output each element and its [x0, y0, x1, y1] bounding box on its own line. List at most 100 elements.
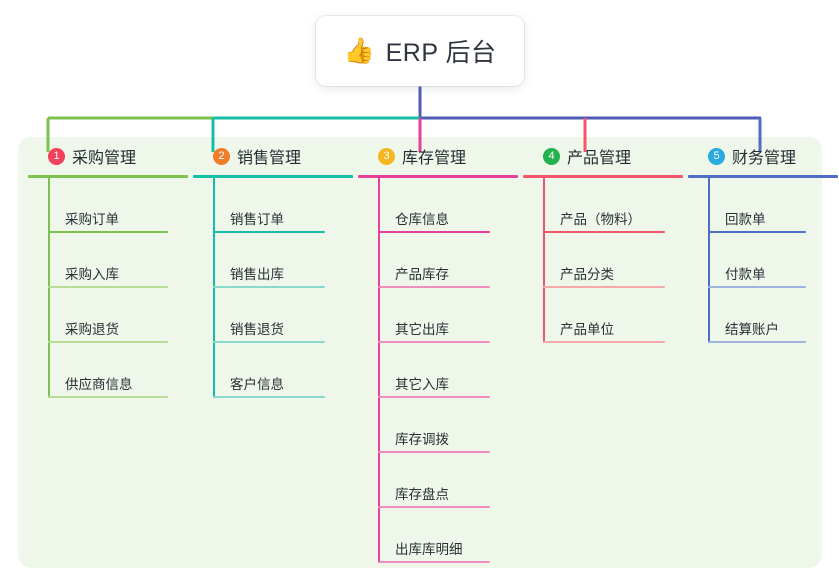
branch-item[interactable]: 供应商信息	[48, 343, 188, 398]
branch-header-1[interactable]: 1 采购管理	[28, 143, 188, 169]
branch-item-label: 回款单	[725, 212, 766, 227]
branch-column-1: 1 采购管理采购订单采购入库采购退货供应商信息	[28, 143, 188, 398]
branch-header-5[interactable]: 5 财务管理	[688, 143, 838, 169]
branch-item-rule	[213, 231, 325, 233]
branch-items-5: 回款单付款单结算账户	[688, 178, 838, 343]
branch-item[interactable]: 销售退货	[213, 288, 353, 343]
root-node-inner: 👍 ERP 后台	[343, 33, 496, 69]
branch-item-rule	[378, 341, 490, 343]
branch-rule-3	[358, 175, 518, 178]
branch-title-3: 库存管理	[402, 150, 467, 167]
branch-item[interactable]: 出库库明细	[378, 508, 518, 563]
branch-column-4: 4 产品管理产品（物料） 产品分类产品单位	[523, 143, 683, 343]
branch-item-label: 销售退货	[230, 322, 284, 337]
branch-item-label: 库存盘点	[395, 487, 449, 502]
branch-item-label: 付款单	[725, 267, 766, 282]
branch-item-rule	[48, 286, 168, 288]
branch-item-rule	[378, 396, 490, 398]
branch-item-rule	[378, 286, 490, 288]
branch-item-rule	[378, 451, 490, 453]
branch-item[interactable]: 产品（物料）	[543, 178, 683, 233]
branch-item-label: 其它出库	[395, 322, 449, 337]
branch-item[interactable]: 产品库存	[378, 233, 518, 288]
branch-item[interactable]: 回款单	[708, 178, 838, 233]
branch-title-1: 采购管理	[72, 150, 137, 167]
branch-item[interactable]: 产品分类	[543, 233, 683, 288]
branch-item-label: 销售出库	[230, 267, 284, 282]
branch-item-rule	[708, 341, 806, 343]
root-title: ERP 后台	[385, 39, 497, 67]
branch-item[interactable]: 采购订单	[48, 178, 188, 233]
branch-item[interactable]: 其它出库	[378, 288, 518, 343]
branch-item-label: 采购退货	[65, 322, 119, 337]
root-node[interactable]: 👍 ERP 后台	[316, 16, 524, 86]
branch-item-rule	[708, 231, 806, 233]
branch-item-rule	[48, 231, 168, 233]
branch-header-4[interactable]: 4 产品管理	[523, 143, 683, 169]
branch-title-2: 销售管理	[237, 150, 302, 167]
branch-item-label: 产品分类	[560, 267, 614, 282]
branch-items-2: 销售订单销售出库销售退货客户信息	[193, 178, 353, 398]
branch-item[interactable]: 销售出库	[213, 233, 353, 288]
branch-spine-1	[48, 178, 50, 398]
branch-badge-2: 2	[213, 147, 230, 165]
branch-item[interactable]: 产品单位	[543, 288, 683, 343]
branch-item[interactable]: 付款单	[708, 233, 838, 288]
branch-item-label: 采购入库	[65, 267, 119, 282]
branch-item-rule	[378, 561, 490, 563]
branch-item[interactable]: 采购退货	[48, 288, 188, 343]
branch-item-label: 产品（物料）	[560, 212, 641, 227]
branch-header-2[interactable]: 2 销售管理	[193, 143, 353, 169]
branch-title-4: 产品管理	[567, 150, 632, 167]
branch-item[interactable]: 客户信息	[213, 343, 353, 398]
branch-item-label: 出库库明细	[395, 542, 463, 557]
branch-item-rule	[48, 341, 168, 343]
branch-item-label: 产品库存	[395, 267, 449, 282]
branch-spine-5	[708, 178, 710, 343]
branch-badge-4: 4	[543, 147, 560, 165]
branch-item[interactable]: 库存调拨	[378, 398, 518, 453]
branch-badge-1: 1	[48, 147, 65, 165]
branch-item-label: 销售订单	[230, 212, 284, 227]
branch-item-rule	[378, 506, 490, 508]
branch-item-rule	[543, 286, 665, 288]
branch-rule-1	[28, 175, 188, 178]
branch-item-rule	[543, 231, 665, 233]
branch-items-1: 采购订单采购入库采购退货供应商信息	[28, 178, 188, 398]
branch-rule-4	[523, 175, 683, 178]
branch-item-rule	[213, 286, 325, 288]
branch-item-label: 供应商信息	[65, 377, 133, 392]
branch-item-label: 库存调拨	[395, 432, 449, 447]
branch-item-rule	[213, 396, 325, 398]
branch-item[interactable]: 销售订单	[213, 178, 353, 233]
branch-rule-2	[193, 175, 353, 178]
branch-spine-4	[543, 178, 545, 343]
branch-item-rule	[708, 286, 806, 288]
branch-item[interactable]: 仓库信息	[378, 178, 518, 233]
branch-item[interactable]: 结算账户	[708, 288, 838, 343]
branch-item-label: 其它入库	[395, 377, 449, 392]
branches-panel	[18, 137, 822, 568]
branch-items-4: 产品（物料） 产品分类产品单位	[523, 178, 683, 343]
branch-title-5: 财务管理	[732, 150, 797, 167]
branch-items-3: 仓库信息产品库存其它出库其它入库库存调拨库存盘点出库库明细	[358, 178, 518, 563]
branch-item-rule	[213, 341, 325, 343]
branch-item-label: 客户信息	[230, 377, 284, 392]
branch-item[interactable]: 库存盘点	[378, 453, 518, 508]
branch-column-2: 2 销售管理销售订单销售出库销售退货客户信息	[193, 143, 353, 398]
branch-item-rule	[543, 341, 665, 343]
branch-spine-2	[213, 178, 215, 398]
branch-item-rule	[48, 396, 168, 398]
branch-badge-5: 5	[708, 147, 725, 165]
branch-item-label: 结算账户	[725, 322, 779, 337]
branch-item-label: 仓库信息	[395, 212, 449, 227]
branch-item[interactable]: 采购入库	[48, 233, 188, 288]
branch-item-rule	[378, 231, 490, 233]
branch-item-label: 产品单位	[560, 322, 614, 337]
branch-item[interactable]: 其它入库	[378, 343, 518, 398]
thumbs-up-icon: 👍	[343, 36, 375, 65]
branch-column-5: 5 财务管理回款单付款单结算账户	[688, 143, 838, 343]
